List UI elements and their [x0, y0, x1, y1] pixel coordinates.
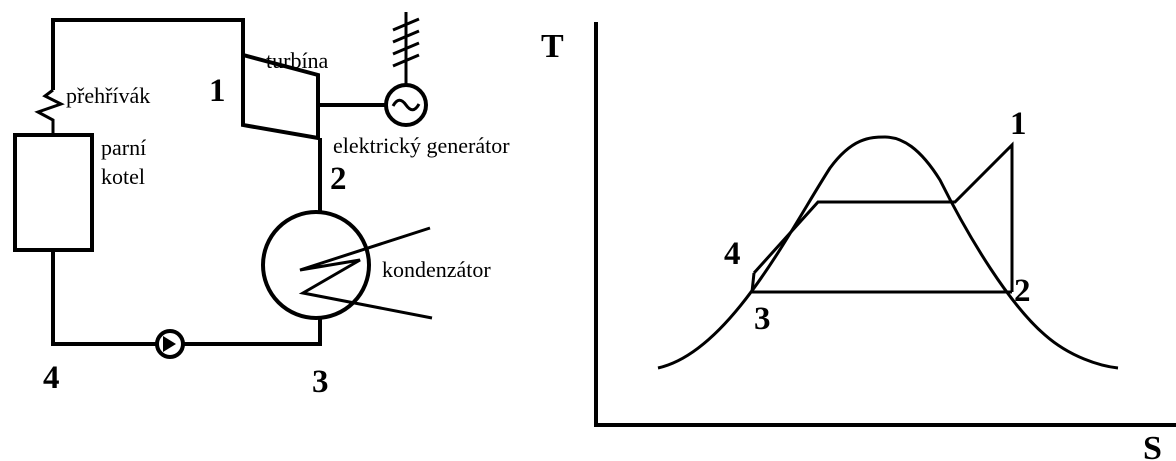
generator-label: elektrický generátor	[333, 133, 510, 158]
boiler-label-line2: kotel	[101, 164, 145, 189]
saturation-dome	[657, 135, 1119, 370]
superheater-label: přehřívák	[66, 83, 150, 108]
pipe-condensate	[183, 318, 322, 346]
cycle-schematic: přehřívák turbína parní kotel elektrický…	[13, 12, 510, 400]
axis-label-s: S	[1143, 430, 1162, 461]
schematic-point-3: 3	[312, 364, 329, 400]
axis-label-t: T	[541, 28, 564, 65]
condenser-icon	[261, 210, 433, 320]
pipe-feedwater	[51, 250, 157, 346]
superheater-coil	[34, 88, 65, 135]
cycle-pump-compression	[750, 272, 756, 293]
ts-point-2: 2	[1014, 273, 1031, 309]
generator-icon	[384, 83, 428, 127]
ts-axes	[594, 22, 1176, 427]
schematic-point-4: 4	[43, 360, 60, 396]
ts-point-3: 3	[754, 301, 771, 337]
cycle-heating-evaporation	[752, 141, 1014, 292]
pump-icon	[155, 329, 185, 359]
ts-point-1: 1	[1010, 106, 1027, 142]
pipe-to-turbine	[51, 18, 245, 90]
boiler-label-line1: parní	[101, 135, 146, 160]
ts-diagram: T S 1 2 3 4	[541, 22, 1176, 461]
power-grid-connection-icon	[392, 12, 420, 85]
ts-point-4: 4	[724, 236, 741, 272]
schematic-point-2: 2	[330, 161, 347, 197]
schematic-point-1: 1	[209, 73, 226, 109]
turbine-label: turbína	[266, 48, 329, 73]
condenser-label: kondenzátor	[382, 257, 491, 282]
steam-boiler	[13, 133, 94, 252]
